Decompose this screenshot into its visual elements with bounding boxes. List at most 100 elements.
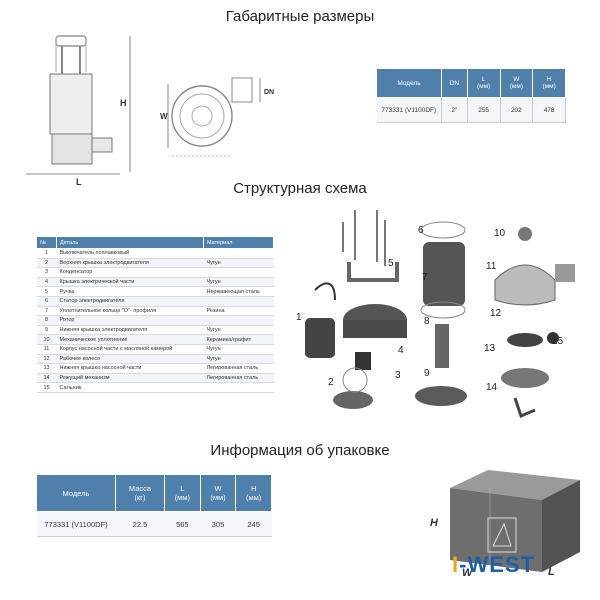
cell-number: 15 <box>36 382 57 393</box>
dimensions-table: Модель DN L(мм) W(мм) H(мм) 773331 (V110… <box>376 68 566 123</box>
cell-number: 7 <box>36 306 57 317</box>
cell-number: 11 <box>36 344 57 355</box>
table-row: 773331 (V1100DF) 2" 255 202 478 <box>376 97 566 123</box>
cell-h: 478 <box>532 97 566 123</box>
col-part: Деталь <box>56 236 204 249</box>
parts-table-header: № Деталь Материал <box>36 236 274 249</box>
cell-part: Крышка электрической части <box>56 277 204 288</box>
cell-material: Легированная сталь <box>203 373 274 384</box>
cell-material: Резина <box>203 306 274 317</box>
dim-label-l: L <box>76 177 82 187</box>
callout-8: 8 <box>424 316 430 327</box>
col-w: W(мм) <box>499 68 534 98</box>
dim-label-w: W <box>160 112 168 121</box>
cell-number: 3 <box>36 267 57 278</box>
callout-14: 14 <box>486 382 498 393</box>
cell-part: Уплотнительное кольцо "О"- профиля <box>56 306 204 317</box>
callout-2: 2 <box>328 377 334 388</box>
table-row: 773331 (V1100DF) 22.5 565 305 245 <box>36 511 272 537</box>
cell-material: Чугун <box>203 258 274 269</box>
cell-material: Чугун <box>203 325 274 336</box>
cell-material: Чугун <box>203 354 274 365</box>
callout-5: 5 <box>388 258 394 269</box>
box-label-w: W <box>462 567 474 579</box>
cell-h: 245 <box>235 511 272 537</box>
packing-table: Модель Масса(кг) L(мм) W(мм) H(мм) 77333… <box>36 474 272 537</box>
col-h: H(мм) <box>532 68 566 98</box>
cell-material: Легированная сталь <box>203 363 274 374</box>
cell-number: 4 <box>36 277 57 288</box>
cell-number: 14 <box>36 373 57 384</box>
cell-part: Нижняя крышка электродвигателя <box>56 325 204 336</box>
box-label-l: L <box>548 566 555 578</box>
dimensions-table-header: Модель DN L(мм) W(мм) H(мм) <box>376 68 566 98</box>
pump-side-view: H L <box>26 35 131 187</box>
cell-part: Механическое уплотнение <box>56 334 204 345</box>
cell-material <box>203 296 274 307</box>
cell-material <box>203 267 274 278</box>
cell-dn: 2" <box>441 97 468 123</box>
callout-7: 7 <box>422 272 428 283</box>
callout-11: 11 <box>486 261 497 272</box>
cell-material: Чугун <box>203 344 274 355</box>
cell-number: 1 <box>36 248 57 259</box>
cell-part: Сальник <box>56 382 204 393</box>
structure-title: Структурная схема <box>233 180 367 197</box>
exploded-diagram <box>305 210 575 419</box>
logo-text: -WEST <box>459 552 536 577</box>
cell-w: 202 <box>500 97 534 123</box>
col-dn: DN <box>441 68 468 98</box>
callout-6: 6 <box>418 225 424 236</box>
cell-number: 12 <box>36 354 57 365</box>
callout-15: 15 <box>552 336 564 347</box>
cell-w: 305 <box>200 511 236 537</box>
cell-part: Рабочее колесо <box>56 354 204 365</box>
col-h: H(мм) <box>235 474 272 512</box>
col-number: № <box>36 236 57 249</box>
col-l: L(мм) <box>164 474 201 512</box>
callout-13: 13 <box>484 343 496 354</box>
cell-number: 8 <box>36 315 57 326</box>
col-material: Материал <box>203 236 274 249</box>
cell-model: 773331 (V1100DF) <box>36 511 116 537</box>
box-label-h: H <box>430 517 439 529</box>
cell-material <box>203 248 274 259</box>
cell-number: 13 <box>36 363 57 374</box>
brand-logo: I-WEST <box>452 552 535 578</box>
col-w: W(мм) <box>199 474 237 512</box>
cell-l: 565 <box>164 511 201 537</box>
cell-number: 9 <box>36 325 57 336</box>
cell-number: 10 <box>36 334 57 345</box>
cell-part: Режущий механизм <box>56 373 204 384</box>
package-box: H W L <box>430 470 580 579</box>
cell-material <box>203 315 274 326</box>
col-l: L(мм) <box>466 68 501 98</box>
callout-3: 3 <box>395 370 401 381</box>
packing-table-header: Модель Масса(кг) L(мм) W(мм) H(мм) <box>36 474 272 512</box>
cell-part: Верхняя крышка электродвигателя <box>56 258 204 269</box>
pump-top-view: W DN <box>160 77 274 157</box>
logo-prefix: I <box>452 552 460 577</box>
callout-10: 10 <box>494 228 506 239</box>
col-model: Модель <box>36 474 116 512</box>
callout-4: 4 <box>398 345 404 356</box>
cell-l: 255 <box>467 97 501 123</box>
cell-model: 773331 (V1100DF) <box>376 97 442 123</box>
cell-part: Нижняя крышка насосной части <box>56 363 204 374</box>
cell-part: Выключатель поплавковый <box>56 248 204 259</box>
cell-material: Нержавеющая сталь <box>203 286 274 297</box>
